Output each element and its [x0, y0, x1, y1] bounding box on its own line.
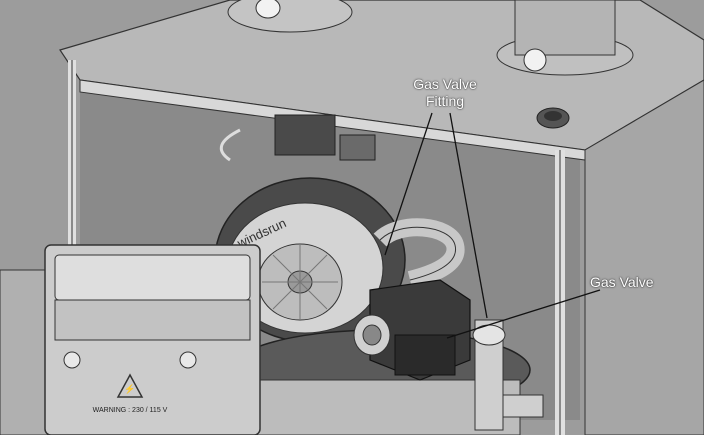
electrical-enclosure: ⚡ WARNING : 230 / 115 V	[0, 244, 261, 435]
svg-text:⚡: ⚡	[124, 383, 135, 395]
inlet-flange	[227, 0, 353, 33]
valve-leader	[446, 289, 601, 339]
gas-valve-callout: Gas Valve	[590, 274, 654, 290]
upper-bracket	[219, 114, 376, 162]
blower-assembly: windsrun	[214, 177, 406, 343]
grommet	[536, 107, 570, 129]
gas-valve-fitting	[472, 319, 544, 431]
fitting-leader-1	[384, 112, 433, 256]
hazard-icon	[116, 373, 144, 398]
gas-valve-fitting-callout: Gas Valve Fitting	[408, 76, 482, 110]
leader-lines	[384, 112, 601, 339]
gas-valve	[353, 279, 471, 381]
gas-valve-fitting-callout-line-2: Fitting	[425, 93, 465, 109]
gas-pipe-edge	[379, 226, 456, 281]
fitting-leader-2	[449, 112, 488, 319]
warning-label: WARNING : 230 / 115 V	[93, 407, 168, 414]
gas-valve-fitting-callout-line-1: Gas Valve	[413, 76, 477, 92]
vent-pipe	[496, 0, 634, 76]
right-side-panel	[584, 79, 704, 435]
